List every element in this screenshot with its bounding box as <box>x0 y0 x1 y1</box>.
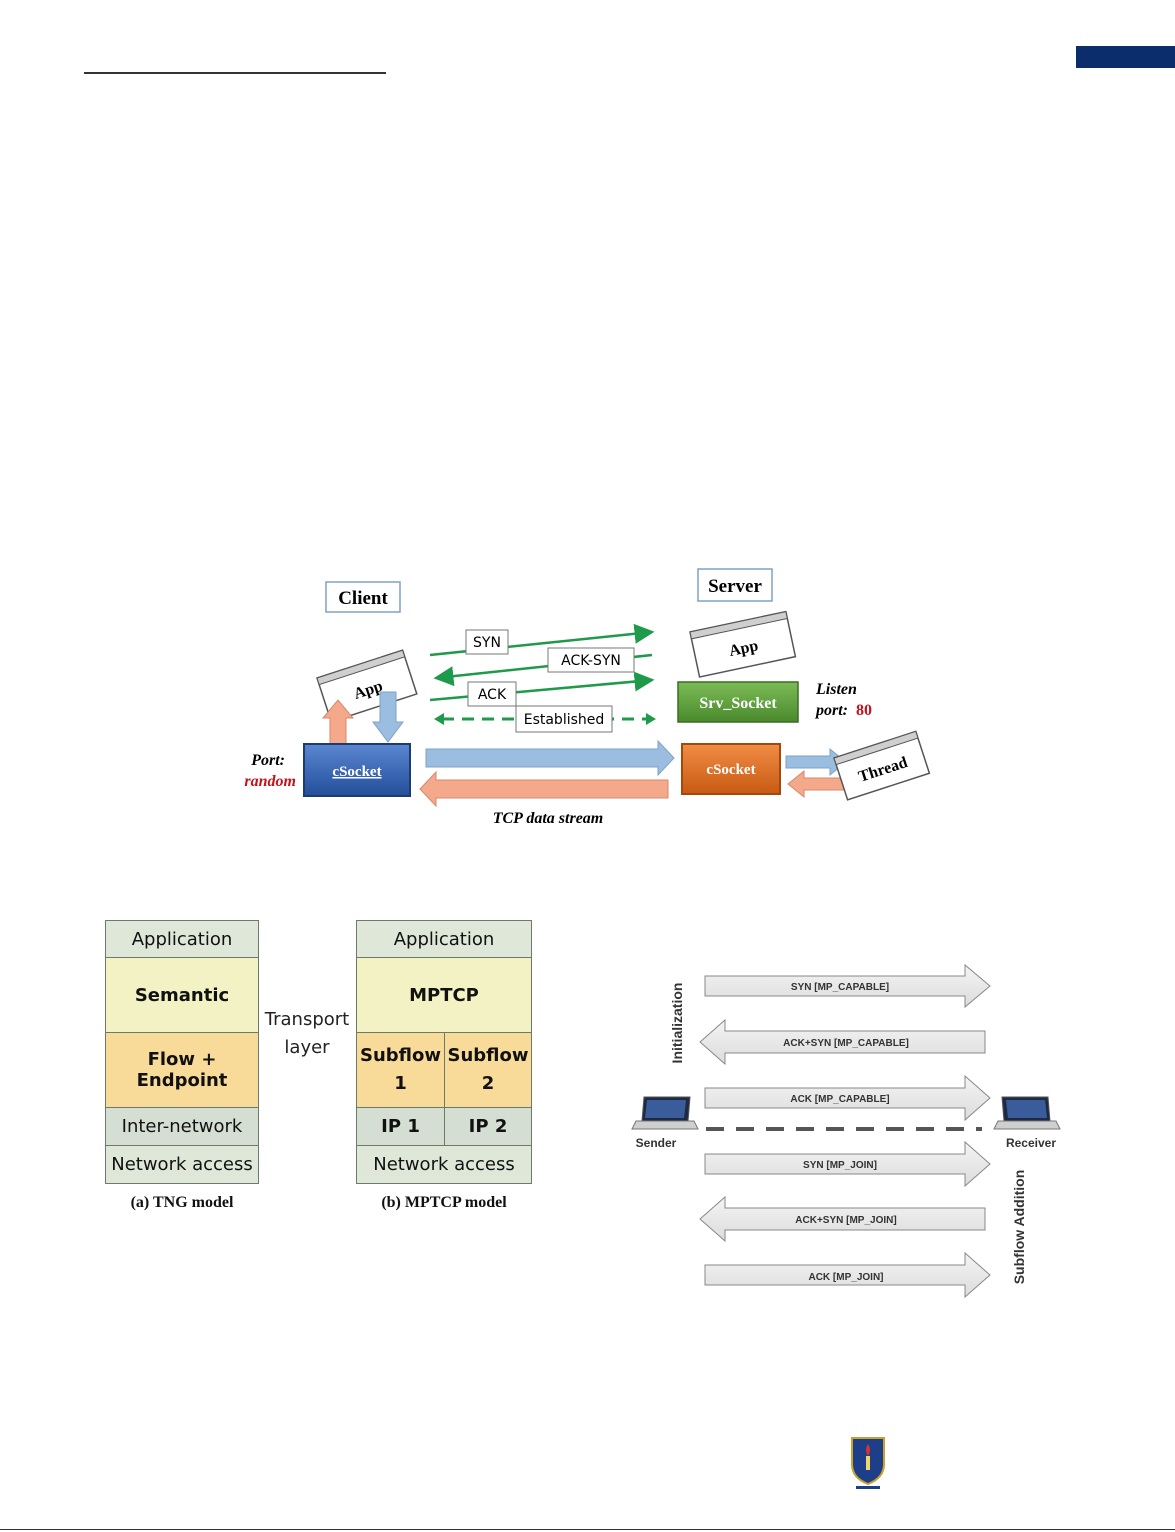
msg-label-4: SYN [MP_JOIN] <box>803 1160 877 1171</box>
header-rule <box>84 72 386 74</box>
client-csocket <box>303 743 411 797</box>
mptcp-subflow-2-label: Subflow 2 <box>447 1045 529 1094</box>
mptcp-handshake-diagram: SYN [MP_CAPABLE] ACK+SYN [MP_CAPABLE] AC… <box>631 963 1061 1299</box>
msg-arrow-4: SYN [MP_JOIN] <box>704 1140 991 1188</box>
transport-label-line1: Transport <box>264 1009 350 1030</box>
tng-layer-flow-endpoint-label: Flow + Endpoint <box>136 1049 228 1091</box>
msg-arrow-6: ACK [MP_JOIN] <box>704 1251 991 1299</box>
header-bar <box>1076 46 1175 68</box>
msg-label-6: ACK [MP_JOIN] <box>808 1272 883 1283</box>
msg-arrow-2: ACK+SYN [MP_CAPABLE] <box>699 1018 986 1066</box>
thread-return-arrow <box>787 769 849 799</box>
transport-layer-label: Transport layer <box>262 1006 352 1062</box>
listen-port-value: 80 <box>856 702 872 719</box>
receiver-label: Receiver <box>1006 1136 1056 1150</box>
ack-syn-label-box <box>547 647 635 673</box>
server-csocket <box>681 743 781 795</box>
server-label-box <box>697 568 773 602</box>
mptcp-caption: (b) MPTCP model <box>381 1194 507 1211</box>
tng-layer-flow-endpoint: Flow + Endpoint <box>105 1032 259 1108</box>
client-label-box <box>325 581 401 613</box>
mptcp-model: Application MPTCP Subflow 1 Subflow 2 IP… <box>356 920 532 1186</box>
tng-model: Application Semantic Flow + Endpoint Int… <box>105 920 259 1186</box>
mptcp-ip-1: IP 1 <box>356 1107 445 1146</box>
client-label: Client <box>338 588 388 609</box>
port-label: Port: <box>250 752 285 769</box>
mptcp-layer-network-access: Network access <box>356 1145 532 1184</box>
tng-layer-semantic-label: Semantic <box>134 984 230 1006</box>
msg-label-5: ACK+SYN [MP_JOIN] <box>795 1215 896 1226</box>
msg-label-1: SYN [MP_CAPABLE] <box>791 982 889 993</box>
client-csocket-label: cSocket <box>332 764 381 780</box>
tng-caption: (a) TNG model <box>130 1194 234 1211</box>
university-logo <box>851 1437 885 1489</box>
tng-layer-application: Application <box>105 920 259 958</box>
tng-layer-network-access-label: Network access <box>111 1154 253 1175</box>
msg-arrow-1: SYN [MP_CAPABLE] <box>704 963 991 1009</box>
mptcp-layer-network-access-label: Network access <box>373 1154 515 1175</box>
srv-socket <box>677 681 799 723</box>
established-label-box <box>515 705 613 733</box>
listen-port-label: port: <box>814 702 848 719</box>
receiver-laptop-icon <box>993 1096 1061 1130</box>
transport-label-line2: layer <box>284 1037 330 1058</box>
phase-init-label: Initialization <box>669 983 685 1064</box>
tng-layer-application-label: Application <box>131 928 233 950</box>
server-app-box: App <box>689 610 797 678</box>
listen-label: Listen <box>815 681 857 698</box>
sender-label: Sender <box>636 1136 677 1150</box>
thread-box: Thread <box>833 730 931 801</box>
tng-layer-network-access: Network access <box>105 1145 259 1184</box>
mptcp-ip-2-label: IP 2 <box>468 1116 508 1137</box>
sender-laptop-icon <box>631 1096 699 1130</box>
mptcp-subflow-2: Subflow 2 <box>444 1032 532 1108</box>
stream-forward-arrow <box>425 739 675 777</box>
mptcp-subflow-1-label: Subflow 1 <box>360 1045 441 1094</box>
footer-rule <box>0 1529 1175 1530</box>
socket-diagram: Client Server App App cSocket Port: rand… <box>244 568 931 827</box>
ack-syn-label: ACK-SYN <box>561 653 621 669</box>
tng-layer-semantic: Semantic <box>105 957 259 1033</box>
client-down-arrow <box>372 691 404 743</box>
msg-label-2: ACK+SYN [MP_CAPABLE] <box>783 1038 909 1049</box>
msg-arrow-3: ACK [MP_CAPABLE] <box>704 1074 991 1122</box>
mptcp-layer-mptcp: MPTCP <box>356 957 532 1033</box>
client-up-arrow <box>321 699 355 746</box>
mptcp-layer-application: Application <box>356 920 532 958</box>
port-value: random <box>244 773 296 790</box>
mptcp-layer-mptcp-label: MPTCP <box>409 984 479 1006</box>
mptcp-subflow-1: Subflow 1 <box>356 1032 445 1108</box>
server-app-label: App <box>728 637 760 660</box>
mptcp-layer-application-label: Application <box>393 928 495 950</box>
tng-layer-internetwork-label: Inter-network <box>121 1116 243 1137</box>
mptcp-ip-2: IP 2 <box>444 1107 532 1146</box>
established-arrow-right-head <box>646 713 656 725</box>
ack-arrow <box>429 671 655 702</box>
phase-subflow-label: Subflow Addition <box>1011 1170 1027 1285</box>
established-arrow-left-head <box>434 713 444 725</box>
stream-return-arrow <box>419 770 669 808</box>
ack-label-box <box>467 681 517 707</box>
syn-label: SYN <box>473 635 501 651</box>
ack-label: ACK <box>478 687 507 703</box>
server-label: Server <box>708 576 762 597</box>
mptcp-ip-1-label: IP 1 <box>381 1116 420 1137</box>
stream-label: TCP data stream <box>493 810 604 827</box>
msg-arrow-5: ACK+SYN [MP_JOIN] <box>699 1195 986 1243</box>
msg-label-3: ACK [MP_CAPABLE] <box>790 1094 889 1105</box>
client-app-box: App <box>316 649 418 723</box>
tng-layer-internetwork: Inter-network <box>105 1107 259 1146</box>
server-csocket-label: cSocket <box>706 762 755 778</box>
established-label: Established <box>524 712 605 728</box>
syn-label-box <box>465 629 509 655</box>
srv-socket-label: Srv_Socket <box>699 695 777 712</box>
